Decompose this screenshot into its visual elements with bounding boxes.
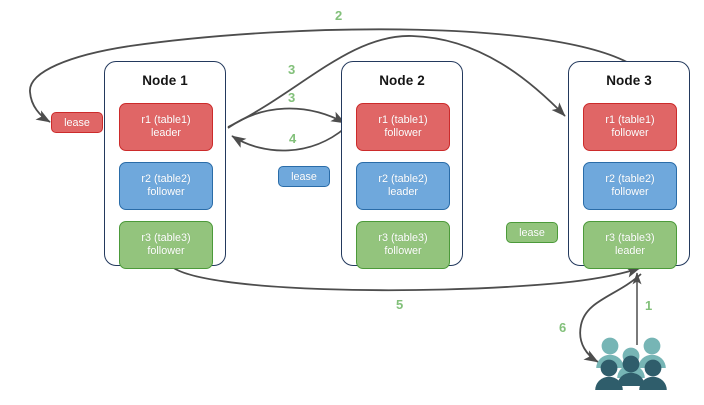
- lease-chip-green[interactable]: lease: [506, 222, 558, 243]
- node-title: Node 1: [142, 73, 188, 88]
- node-card-1[interactable]: Node 1 r1 (table1) leader r2 (table2) fo…: [104, 61, 226, 269]
- replica-box-r3[interactable]: r3 (table3) follower: [356, 221, 450, 269]
- step-label-6: 6: [559, 320, 567, 335]
- replica-name: r2 (table2): [141, 172, 191, 185]
- step-label-5: 5: [396, 297, 404, 312]
- replica-box-r3[interactable]: r3 (table3) follower: [119, 221, 213, 269]
- replica-role: follower: [611, 127, 649, 139]
- replica-box-r1[interactable]: r1 (table1) follower: [356, 103, 450, 151]
- lease-chip-blue[interactable]: lease: [278, 166, 330, 187]
- replica-role: follower: [611, 186, 649, 198]
- replica-role: follower: [147, 245, 185, 257]
- step-label-1: 1: [645, 298, 653, 313]
- replica-box-r1[interactable]: r1 (table1) follower: [583, 103, 677, 151]
- edge-step-5: [170, 265, 641, 292]
- replica-name: r1 (table1): [378, 113, 428, 126]
- replica-role: leader: [387, 186, 418, 198]
- node-title: Node 2: [379, 73, 425, 88]
- replica-name: r3 (table3): [378, 231, 428, 244]
- replica-name: r1 (table1): [605, 113, 655, 126]
- replica-role: follower: [384, 127, 422, 139]
- step-label-3-long: 3: [288, 62, 296, 77]
- edge-step-3-short: [227, 107, 346, 129]
- node-card-3[interactable]: Node 3 r1 (table1) follower r2 (table2) …: [568, 61, 690, 269]
- replica-name: r3 (table3): [141, 231, 191, 244]
- step-label-3-short: 3: [288, 90, 296, 105]
- replica-box-r2[interactable]: r2 (table2) follower: [119, 162, 213, 210]
- step-label-2: 2: [335, 8, 343, 23]
- replica-box-r2[interactable]: r2 (table2) follower: [583, 162, 677, 210]
- replica-role: follower: [147, 186, 185, 198]
- replica-box-r1[interactable]: r1 (table1) leader: [119, 103, 213, 151]
- replica-name: r1 (table1): [141, 113, 191, 126]
- step-label-4: 4: [289, 131, 297, 146]
- replica-role: leader: [150, 127, 181, 139]
- replica-box-r3[interactable]: r3 (table3) leader: [583, 221, 677, 269]
- replica-name: r2 (table2): [605, 172, 655, 185]
- node-title: Node 3: [606, 73, 652, 88]
- replica-name: r2 (table2): [378, 172, 428, 185]
- replica-name: r3 (table3): [605, 231, 655, 244]
- replica-box-r2[interactable]: r2 (table2) leader: [356, 162, 450, 210]
- replica-role: follower: [384, 245, 422, 257]
- node-card-2[interactable]: Node 2 r1 (table1) follower r2 (table2) …: [341, 61, 463, 269]
- lease-chip-red[interactable]: lease: [51, 112, 103, 133]
- users-group-icon: [595, 337, 667, 390]
- replica-role: leader: [614, 245, 645, 257]
